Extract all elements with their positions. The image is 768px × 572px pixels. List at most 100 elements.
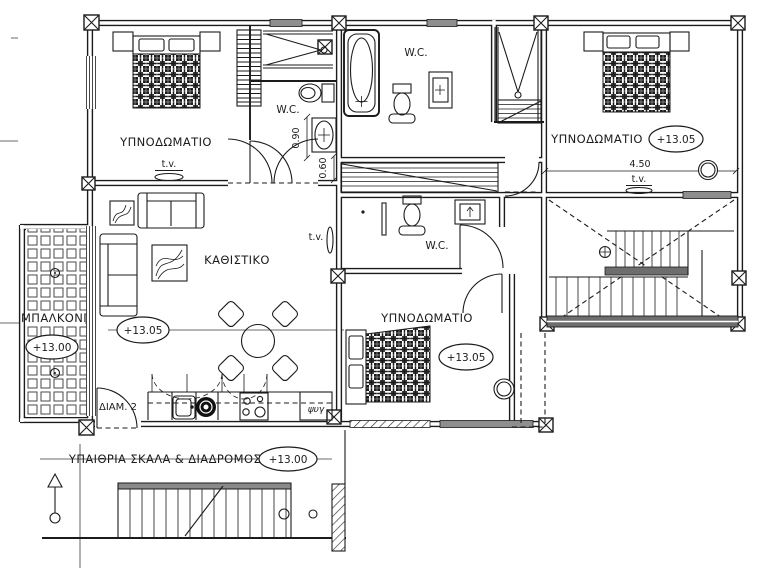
column-marker: [83, 14, 100, 31]
bed-blanket: [132, 53, 201, 109]
wc-top: W.C.: [343, 29, 453, 124]
side-table: [109, 200, 135, 226]
level-value: +13.05: [447, 352, 486, 364]
level-value: +13.05: [657, 134, 696, 146]
column-circle: [697, 159, 719, 181]
wc-label: W.C.: [404, 47, 427, 59]
bedroom-top-right: ΥΠΝΟΔΩΜΑΤΙΟ +13.05 4.50 t.v.: [541, 31, 740, 195]
pier: [331, 483, 346, 552]
window-bedroom-right: [682, 191, 732, 199]
stove: [239, 392, 269, 421]
pillow: [348, 335, 364, 360]
tv-spot: t.v.: [625, 174, 653, 195]
wc-label: W.C.: [425, 240, 448, 252]
sink: [454, 199, 486, 225]
sofa-horizontal: [137, 192, 205, 229]
wc-label: W.C.: [276, 104, 299, 116]
column-marker: [78, 419, 95, 436]
window-bedroom-bc-right: [439, 420, 534, 428]
level-marker-outdoor: +13.00: [258, 446, 318, 472]
window-bedroom-bc-left: [349, 420, 431, 428]
stair-center-post: [598, 245, 612, 259]
bedroom-bottom-center: ΥΠΝΟΔΩΜΑΤΙΟ +13.05: [345, 311, 546, 428]
wc-middle: W.C.: [361, 195, 486, 252]
closet-top-right: [497, 31, 542, 124]
level-marker-living: +13.05: [116, 316, 170, 344]
bed-blanket: [602, 51, 671, 113]
column-marker: [330, 268, 346, 284]
column-marker: [533, 15, 549, 31]
dining-table: [240, 323, 276, 359]
coffee-table: [151, 244, 188, 282]
pillow: [348, 364, 364, 389]
toilet: [388, 83, 416, 124]
balcony-drain: [49, 267, 61, 279]
bathtub: [343, 29, 380, 117]
level-marker-balcony: +13.00: [25, 334, 79, 360]
fridge: ψυγ: [299, 391, 333, 421]
wc-left: W.C. 0.90 0.60: [276, 83, 338, 184]
level-value: +13.00: [269, 454, 308, 466]
bed: [345, 325, 431, 405]
living-room-label: ΚΑΘΙΣΤΙΚΟ: [204, 253, 270, 267]
closet-hanging: [265, 33, 328, 66]
fridge-label: ψυγ: [308, 405, 325, 415]
dimension-090: 0.90: [291, 113, 311, 162]
walls-main: [18, 19, 744, 428]
living-room: ΚΑΘΙΣΤΙΚΟ +13.05 t.v.: [99, 192, 334, 382]
column-marker: [538, 417, 554, 433]
balcony: ΜΠΑΛΚΟΝΙ +13.00: [21, 229, 87, 417]
outdoor-stair-label: ΥΠΑΙΘΡΙΑ ΣΚΑΛΑ & ΔΙΑΔΡΟΜΟΣ: [68, 452, 261, 466]
bed: [112, 31, 221, 109]
columns: [78, 14, 747, 436]
walls-interior: [249, 26, 544, 484]
tv-label: t.v.: [309, 232, 324, 243]
balcony-drain: [49, 367, 61, 379]
bed-blanket: [365, 325, 431, 403]
sink: [428, 71, 453, 109]
window-top-middle: [426, 19, 458, 27]
tv-spot: t.v.: [154, 159, 184, 182]
sink: [311, 117, 337, 153]
stair-middle: [340, 162, 499, 193]
hotplate: [196, 397, 216, 417]
kitchen-sink: [172, 395, 196, 420]
stair-direction-arrow: [47, 472, 63, 524]
dim-value: 0.90: [291, 127, 302, 148]
level-value: +13.00: [33, 342, 72, 354]
column-marker: [326, 409, 342, 425]
chair: [217, 354, 245, 382]
bedroom-label: ΥΠΝΟΔΩΜΑΤΙΟ: [380, 311, 473, 325]
pillow: [168, 38, 195, 52]
column-marker: [730, 15, 746, 31]
column-marker: [731, 270, 747, 286]
level-value: +13.05: [124, 325, 163, 337]
balcony-label: ΜΠΑΛΚΟΝΙ: [21, 311, 87, 325]
bedroom-top-left: ΥΠΝΟΔΩΜΑΤΙΟ t.v.: [112, 29, 328, 182]
pillow: [606, 35, 631, 49]
dimension-060: 0.60: [318, 152, 338, 184]
column-marker: [81, 176, 96, 191]
chair: [271, 354, 299, 382]
column-marker: [331, 15, 347, 31]
doors: [95, 138, 540, 429]
pillow: [138, 38, 165, 52]
dining-set: [217, 300, 299, 382]
entry-door: [95, 387, 141, 429]
toilet: [398, 195, 426, 236]
glazing-left-wall: [85, 56, 96, 416]
column-circle: [493, 378, 515, 400]
toilet: [298, 83, 335, 103]
apartment-entry-label: ΔΙΑΜ. 2: [99, 402, 137, 413]
tv-wall: t.v.: [309, 226, 334, 254]
level-marker-bedroom-tr: +13.05: [648, 125, 704, 153]
bedroom-label: ΥΠΝΟΔΩΜΑΤΙΟ: [550, 132, 643, 146]
tv-label: t.v.: [632, 174, 647, 185]
windows: [85, 19, 732, 428]
window-top-left: [269, 19, 303, 27]
level-marker-bedroom-bc: +13.05: [438, 343, 494, 371]
chair: [271, 300, 299, 328]
dim-value: 4.50: [629, 159, 650, 170]
outdoor-stair: ΥΠΑΙΘΡΙΑ ΣΚΑΛΑ & ΔΙΑΔΡΟΜΟΣ +13.00: [42, 446, 346, 552]
